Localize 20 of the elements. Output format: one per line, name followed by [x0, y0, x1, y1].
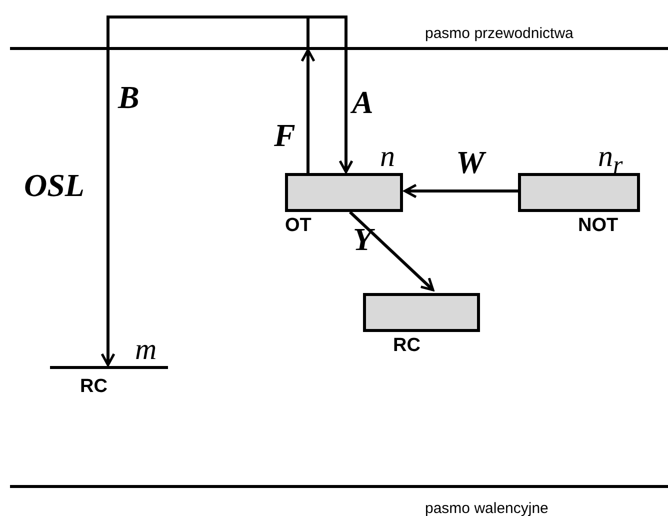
band-label: pasmo przewodnictwa [425, 25, 574, 43]
process-label: OSL [24, 168, 84, 202]
edge-label: W [456, 145, 484, 179]
symbol-label: m [135, 335, 157, 365]
symbol-label: n [380, 142, 395, 172]
arrow [300, 48, 316, 173]
arrow [348, 210, 434, 292]
arrow [100, 50, 116, 366]
edge-label: F [274, 118, 296, 152]
edge-label: B [118, 80, 140, 114]
trap-label: NOT [578, 215, 618, 237]
trap-label: OT [285, 215, 312, 237]
edge-label: A [352, 85, 374, 119]
arrow [338, 50, 354, 174]
valence-band-line [10, 485, 668, 516]
center-label: RC [80, 376, 108, 398]
arrow [404, 184, 518, 198]
center-label: RC [393, 335, 420, 357]
band-label: pasmo walencyjne [425, 500, 548, 516]
symbol-label: n$_{r}$ [598, 142, 623, 181]
